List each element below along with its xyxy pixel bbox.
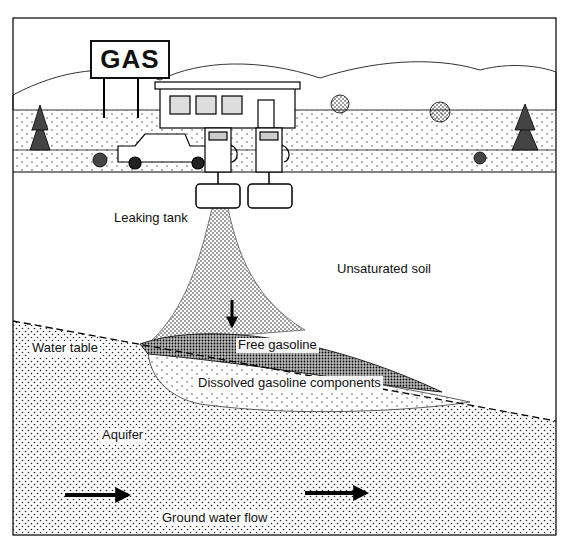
tree (32, 105, 48, 130)
flow-label: Ground water flow (160, 511, 270, 526)
sign-post (103, 74, 105, 118)
truck (118, 134, 215, 169)
building-roof (155, 82, 300, 89)
door (258, 100, 274, 128)
road-edge (13, 150, 556, 151)
storage-tank (248, 184, 292, 208)
leak-plume (150, 208, 305, 342)
flow-arrow (305, 491, 366, 495)
free-gasoline-label: Free gasoline (236, 338, 319, 353)
gas-sign: GAS (90, 40, 170, 79)
frame (13, 18, 556, 535)
bush (93, 153, 107, 167)
sign-post (137, 74, 139, 118)
bush (430, 102, 450, 122)
station-building (155, 82, 300, 128)
building-body (160, 88, 295, 128)
wheel (129, 157, 141, 169)
pump (256, 128, 282, 172)
pipe (217, 172, 219, 184)
tank-label: Leaking tank (112, 211, 190, 226)
window (170, 96, 190, 114)
hose (231, 145, 237, 162)
pump (205, 128, 231, 172)
soil-label: Unsaturated soil (335, 262, 433, 277)
sign-text: GAS (100, 45, 159, 74)
window (196, 96, 216, 114)
pump-display (209, 132, 227, 140)
free-gasoline-lens (140, 334, 442, 392)
pump-display (260, 132, 278, 140)
bush (474, 152, 486, 164)
flow-arrow (65, 493, 128, 497)
gas-pumps (205, 128, 289, 172)
tree (515, 104, 535, 130)
hose (282, 145, 289, 162)
aquifer-region (13, 321, 556, 535)
aquifer-label: Aquifer (100, 428, 145, 443)
dissolved-label: Dissolved gasoline components (196, 376, 383, 391)
water-table-line (13, 321, 556, 421)
ground-line (13, 171, 556, 172)
leak-arrow (231, 300, 234, 326)
storage-tank (196, 184, 240, 208)
pipe (268, 172, 270, 184)
water-table-label: Water table (30, 341, 100, 356)
window (222, 96, 242, 114)
wheel (192, 157, 204, 169)
bush (331, 95, 349, 113)
